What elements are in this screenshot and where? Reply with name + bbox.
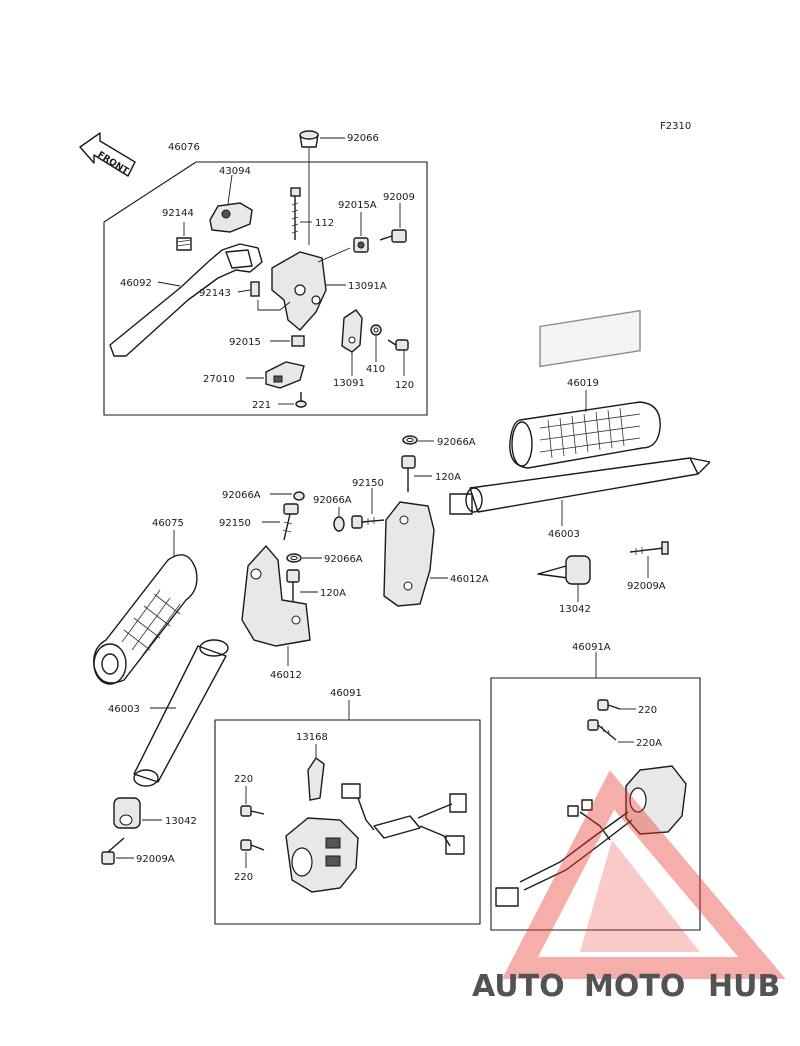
label-46092: 46092	[120, 278, 152, 289]
label-13091: 13091	[333, 378, 365, 389]
switch-housing-right	[625, 765, 687, 835]
label-220A: 220A	[636, 738, 662, 749]
watermark-auto: AUTO	[472, 969, 565, 1004]
label-92066A-c: 92066A	[313, 495, 352, 506]
label-46091A: 46091A	[572, 642, 611, 653]
cap-92066	[299, 130, 319, 148]
label-92009A-a: 92009A	[627, 581, 666, 592]
label-220-c: 220	[234, 872, 253, 883]
label-92066: 92066	[347, 133, 379, 144]
label-220-b: 220	[234, 774, 253, 785]
throttle-pipe-46003-b	[133, 639, 229, 787]
housing-46012	[241, 544, 311, 647]
label-46076: 46076	[168, 142, 200, 153]
label-92143: 92143	[199, 288, 231, 299]
guide-13042-b	[113, 797, 141, 829]
screw-221	[295, 392, 307, 408]
label-13042-b: 13042	[165, 816, 197, 827]
switch-box-46091A	[490, 677, 701, 931]
logo-triangle-icon	[501, 770, 786, 979]
wiring-harness-left	[341, 783, 467, 855]
label-92150-a: 92150	[352, 478, 384, 489]
label-46012A: 46012A	[450, 574, 489, 585]
screw-220A	[587, 719, 617, 741]
front-arrow-icon: FRONT	[79, 132, 136, 177]
screw-220-b	[240, 839, 265, 851]
label-13042-a: 13042	[559, 604, 591, 615]
wiring-harness-right	[495, 799, 633, 907]
label-410: 410	[366, 364, 385, 375]
front-label: FRONT	[95, 150, 130, 177]
spring-92144	[176, 237, 192, 251]
switch-27010	[265, 361, 305, 389]
bolt-112	[290, 187, 301, 240]
figure-code: F2310	[660, 121, 691, 132]
part-13168	[307, 756, 325, 801]
label-46003-a: 46003	[548, 529, 580, 540]
clamp-13091	[341, 309, 363, 353]
label-92066A-b: 92066A	[222, 490, 261, 501]
switch-housing-left	[285, 817, 359, 893]
label-92009A-b: 92009A	[136, 854, 175, 865]
label-92015A: 92015A	[338, 200, 377, 211]
lever-46092	[109, 243, 263, 357]
screw-92150-a	[351, 515, 385, 529]
label-13091A: 13091A	[348, 281, 387, 292]
label-92150-b: 92150	[219, 518, 251, 529]
label-46075: 46075	[152, 518, 184, 529]
nut-92015	[291, 335, 305, 347]
label-46019: 46019	[567, 378, 599, 389]
pin-92143	[250, 281, 260, 297]
washer-92066A-d	[286, 553, 302, 563]
label-120A-b: 120A	[320, 588, 346, 599]
washer-92066A-c	[293, 491, 305, 501]
throttle-pipe-46003	[449, 457, 711, 515]
label-43094: 43094	[219, 166, 251, 177]
holder-13091A	[271, 251, 327, 331]
bolt-120A-b	[286, 569, 300, 608]
callout-labels: 46076 43094 92066 92144 112 92015A 92009…	[108, 133, 666, 883]
label-120A-a: 120A	[435, 472, 461, 483]
watermark-logo: AUTO MOTO HUB	[472, 770, 786, 1004]
screw-220-a	[240, 805, 265, 817]
label-46003-b: 46003	[108, 704, 140, 715]
grip-46075	[93, 554, 198, 685]
label-46091: 46091	[330, 688, 362, 699]
housing-46012A	[383, 501, 435, 607]
label-92015: 92015	[229, 337, 261, 348]
label-13168: 13168	[296, 732, 328, 743]
washer-410	[370, 324, 382, 336]
label-92066A-d: 92066A	[324, 554, 363, 565]
adjuster-43094	[209, 202, 253, 233]
bolt-92009	[379, 229, 407, 243]
watermark-moto: MOTO	[584, 969, 685, 1004]
washer-92066A-b	[333, 516, 345, 532]
screw-220-c	[597, 699, 621, 711]
label-120a: 120	[395, 380, 414, 391]
label-221: 221	[252, 400, 271, 411]
label-220-a: 220	[638, 705, 657, 716]
washer-92066A-a	[402, 435, 418, 445]
screw-92150-b	[282, 503, 299, 541]
bolt-120A-a	[401, 455, 416, 492]
switch-box-46091	[214, 719, 481, 925]
bolt-120	[387, 339, 409, 351]
label-27010: 27010	[203, 374, 235, 385]
label-46012: 46012	[270, 670, 302, 681]
bolt-92009A-a	[629, 541, 669, 555]
grip-46019	[509, 309, 661, 469]
label-92144: 92144	[162, 208, 194, 219]
label-92066A-a: 92066A	[437, 437, 476, 448]
bolt-92009A-b	[101, 837, 125, 865]
watermark-hub: HUB	[708, 969, 780, 1004]
label-92009: 92009	[383, 192, 415, 203]
label-112: 112	[315, 218, 334, 229]
guide-13042-a	[537, 555, 591, 585]
nut-92015A	[353, 237, 369, 253]
